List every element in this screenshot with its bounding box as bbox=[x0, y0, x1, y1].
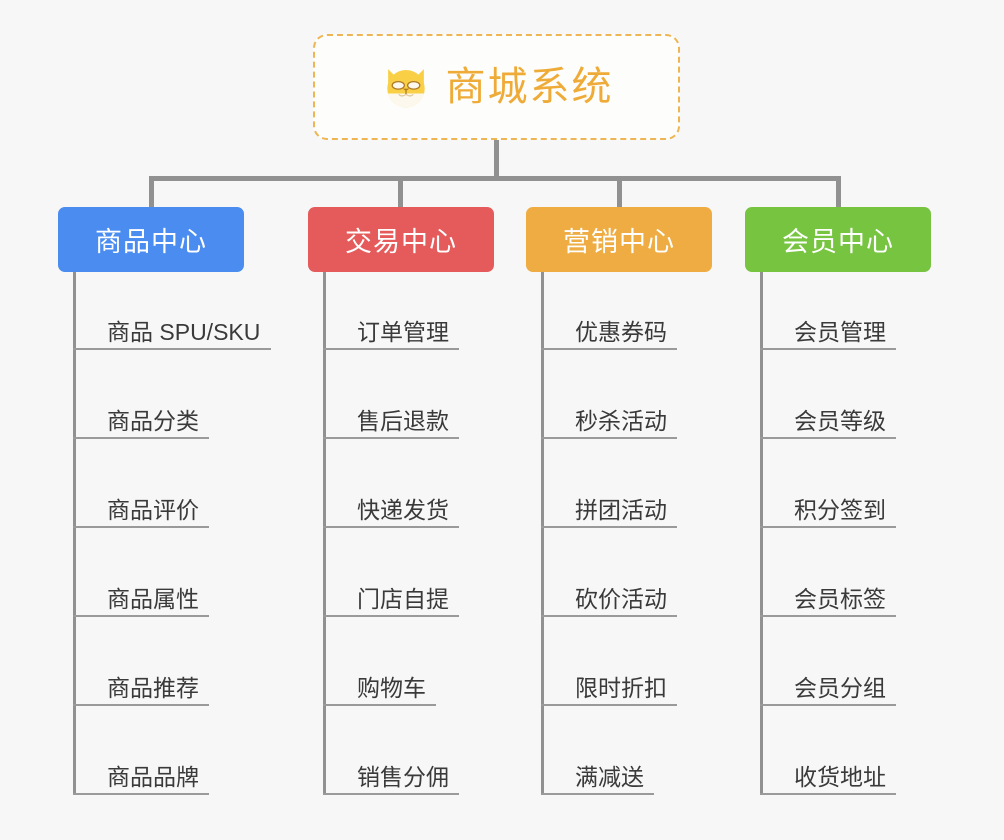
leaf-underline bbox=[73, 615, 209, 617]
connector-drop-4 bbox=[836, 176, 841, 209]
leaf-underline bbox=[541, 348, 677, 350]
leaf-underline bbox=[760, 526, 896, 528]
leaf-underline bbox=[73, 526, 209, 528]
leaf-underline bbox=[323, 793, 459, 795]
leaf-label: 商品推荐 bbox=[107, 675, 199, 701]
root-node[interactable]: 商城系统 bbox=[313, 34, 680, 140]
category-header-0[interactable]: 商品中心 bbox=[58, 207, 244, 272]
connector-horizontal-bus bbox=[149, 176, 841, 181]
leaf-label: 限时折扣 bbox=[575, 675, 667, 701]
leaf-label: 商品评价 bbox=[107, 497, 199, 523]
leaf-spine bbox=[760, 272, 763, 795]
leaf-underline bbox=[760, 615, 896, 617]
leaf-label: 会员等级 bbox=[794, 408, 886, 434]
leaf-label: 收货地址 bbox=[794, 764, 886, 790]
leaf-underline bbox=[323, 704, 436, 706]
leaf-underline bbox=[760, 704, 896, 706]
root-label: 商城系统 bbox=[445, 65, 614, 109]
category-header-2[interactable]: 营销中心 bbox=[526, 207, 712, 272]
leaf-label: 砍价活动 bbox=[575, 586, 667, 612]
leaf-underline bbox=[73, 437, 209, 439]
leaf-underline bbox=[760, 793, 896, 795]
leaf-underline bbox=[760, 437, 896, 439]
leaf-label: 订单管理 bbox=[357, 319, 449, 345]
category-label-2: 营销中心 bbox=[563, 227, 675, 257]
leaf-underline bbox=[541, 704, 677, 706]
leaf-underline bbox=[323, 615, 459, 617]
leaf-label: 会员分组 bbox=[794, 675, 886, 701]
leaf-label: 商品品牌 bbox=[107, 764, 199, 790]
leaf-label: 积分签到 bbox=[794, 497, 886, 523]
connector-drop-3 bbox=[617, 176, 622, 209]
leaf-label: 门店自提 bbox=[357, 586, 449, 612]
leaf-label: 会员管理 bbox=[794, 319, 886, 345]
leaf-label: 商品属性 bbox=[107, 586, 199, 612]
leaf-underline bbox=[323, 348, 459, 350]
leaf-underline bbox=[73, 704, 209, 706]
leaf-underline bbox=[760, 348, 896, 350]
leaf-underline bbox=[541, 793, 654, 795]
category-label-1: 交易中心 bbox=[345, 227, 457, 257]
leaf-underline bbox=[73, 348, 271, 350]
leaf-spine bbox=[73, 272, 76, 795]
leaf-underline bbox=[541, 615, 677, 617]
category-header-3[interactable]: 会员中心 bbox=[745, 207, 931, 272]
leaf-underline bbox=[323, 526, 459, 528]
category-label-0: 商品中心 bbox=[95, 227, 207, 257]
category-label-3: 会员中心 bbox=[782, 227, 894, 257]
leaf-label: 优惠券码 bbox=[575, 319, 667, 345]
leaf-label: 会员标签 bbox=[794, 586, 886, 612]
leaf-label: 拼团活动 bbox=[575, 497, 667, 523]
leaf-label: 购物车 bbox=[357, 675, 426, 701]
leaf-label: 快递发货 bbox=[357, 497, 449, 523]
leaf-underline bbox=[323, 437, 459, 439]
leaf-underline bbox=[541, 437, 677, 439]
category-header-1[interactable]: 交易中心 bbox=[308, 207, 494, 272]
leaf-label: 商品 SPU/SKU bbox=[107, 319, 261, 345]
leaf-underline bbox=[541, 526, 677, 528]
leaf-spine bbox=[541, 272, 544, 795]
connector-drop-1 bbox=[149, 176, 154, 209]
leaf-label: 商品分类 bbox=[107, 408, 199, 434]
leaf-label: 秒杀活动 bbox=[575, 408, 667, 434]
leaf-label: 售后退款 bbox=[357, 408, 449, 434]
connector-drop-2 bbox=[398, 176, 403, 209]
shiba-dog-icon bbox=[386, 69, 425, 109]
leaf-label: 满减送 bbox=[575, 764, 644, 790]
leaf-label: 销售分佣 bbox=[357, 764, 449, 790]
leaf-underline bbox=[73, 793, 209, 795]
connector-root-stem bbox=[494, 140, 499, 178]
leaf-spine bbox=[323, 272, 326, 795]
